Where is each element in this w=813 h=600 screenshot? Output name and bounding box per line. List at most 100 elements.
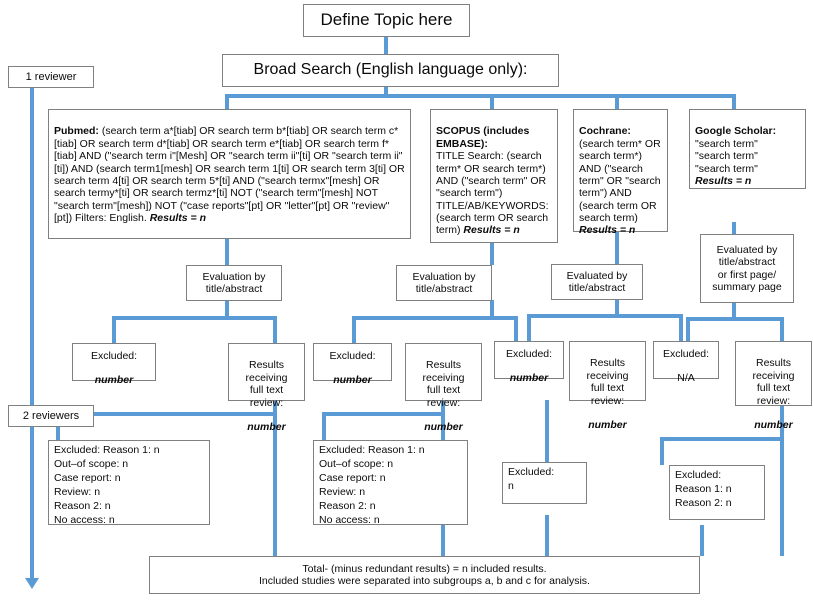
pubmed-fulltext-text: Results receiving full text review: numb… [245,347,287,434]
connector-scopus-fulltext-drop [514,316,518,343]
scopus-heading: SCOPUS (includes EMBASE): [436,125,530,150]
pubmed-evaluation-label: Evaluation by title/abstract [202,270,266,295]
cochrane-excluded-box[interactable]: Excluded: number [494,341,564,384]
connector-topic-to-broadsearch [384,36,388,54]
connector-pubmed-fulltext-stem [273,400,277,416]
connector-googlescholar-rail-to-total [780,441,784,556]
one-reviewer-box[interactable]: 1 reviewer [8,66,94,88]
cochrane-query: (search term* OR search term*) AND ("sea… [579,137,661,224]
connector-pubmed-detail-to-total [273,412,277,556]
connector-broadsearch-stem [384,86,388,98]
total-results-box[interactable]: Total- (minus redundant results) = n inc… [149,556,700,594]
connector-cochrane-split-bus [527,314,683,318]
broad-search-box[interactable]: Broad Search (English language only): [222,54,559,87]
connector-cochrane-eval-stem [615,300,619,316]
one-reviewer-label: 1 reviewer [25,70,77,83]
pubmed-results: Results = n [149,212,207,224]
connector-drop-googlescholar [732,94,736,109]
cochrane-evaluation-box[interactable]: Evaluated by title/abstract [551,264,643,300]
googlescholar-fulltext-label: Results receiving full text review: [752,357,795,407]
googlescholar-exclusion-detail-box[interactable]: Excluded: Reason 1: n Reason 2: n [669,465,765,520]
cochrane-exclusion-detail-box[interactable]: Excluded: n [502,462,587,504]
cochrane-excluded-value: number [509,372,549,385]
connector-pubmed-eval-stem [225,300,229,318]
pubmed-fulltext-box[interactable]: Results receiving full text review: numb… [228,343,305,433]
reviewer-rail-arrowhead [25,578,39,589]
connector-drop-scopus [490,94,494,109]
pubmed-query-text: Pubmed: (search term a*[tiab] OR search … [54,113,405,224]
connector-googlescholar-eval-stem [732,303,736,319]
googlescholar-evaluation-label: Evaluated by title/abstract or first pag… [712,243,782,293]
scopus-evaluation-label: Evaluation by title/abstract [412,270,476,295]
cochrane-fulltext-text: Results receiving full text review: numb… [586,345,628,432]
scopus-fulltext-box[interactable]: Results receiving full text review: numb… [405,343,482,433]
googlescholar-exclusion-detail-text: Excluded: Reason 1: n Reason 2: n [675,469,732,509]
pubmed-fulltext-value: number [247,421,286,434]
connector-pubmed-split-bus [112,316,277,320]
googlescholar-excluded-box[interactable]: Excluded: N/A [653,341,719,384]
connector-cochrane-detail-to-total [545,515,549,556]
googlescholar-fulltext-value: number [754,419,793,432]
cochrane-query-text: Cochrane:(search term* OR search term*) … [579,113,662,237]
connector-pubmed-to-eval [225,238,229,265]
connector-cochrane-fulltext-stem [545,400,549,462]
scopus-fulltext-value: number [424,421,463,434]
googlescholar-query-box[interactable]: Google Scholar: "search term" "search te… [689,109,806,189]
pubmed-query: (search term a*[tiab] OR search term b*[… [54,125,405,224]
connector-scopus-detail-drop [322,412,326,440]
connector-broadsearch-bus [225,94,736,98]
googlescholar-evaluation-box[interactable]: Evaluated by title/abstract or first pag… [700,234,794,303]
scopus-results: Results = n [463,224,520,237]
cochrane-query-box[interactable]: Cochrane:(search term* OR search term*) … [573,109,668,236]
scopus-evaluation-box[interactable]: Evaluation by title/abstract [396,265,492,301]
two-reviewers-label: 2 reviewers [22,409,80,422]
pubmed-evaluation-box[interactable]: Evaluation by title/abstract [186,265,282,301]
googlescholar-query-text: Google Scholar: "search term" "search te… [695,113,776,187]
connector-scopus-detail-bus [322,412,445,416]
pubmed-fulltext-label: Results receiving full text review: [245,359,288,409]
connector-googlescholar-excluded-drop [686,317,690,341]
connector-drop-pubmed [225,94,229,109]
scopus-excluded-text: Excluded: number [329,337,375,387]
cochrane-excluded-text: Excluded: number [506,335,552,385]
scopus-excluded-box[interactable]: Excluded: number [313,343,392,386]
cochrane-fulltext-label: Results receiving full text review: [586,357,629,407]
two-reviewers-box[interactable]: 2 reviewers [8,405,94,427]
scopus-query: TITLE Search: (search term* OR search te… [436,150,549,237]
googlescholar-excluded-label: Excluded: [662,347,710,360]
pubmed-excluded-label: Excluded: [90,349,138,362]
pubmed-exclusion-detail-box[interactable]: Excluded: Reason 1: n Out–of scope: n Ca… [48,440,210,526]
cochrane-heading: Cochrane: [579,125,631,138]
pubmed-excluded-text: Excluded: number [91,337,137,387]
googlescholar-results: Results = n [695,174,752,187]
googlescholar-excluded-value: N/A [677,372,695,385]
connector-googlescholar-fulltext-stem [780,405,784,441]
connector-reviewer-rail [30,82,34,582]
connector-scopus-split-bus [352,316,518,320]
pubmed-heading: Pubmed: [54,125,99,138]
scopus-fulltext-label: Results receiving full text review: [422,359,465,409]
scopus-fulltext-text: Results receiving full text review: numb… [422,347,464,434]
connector-googlescholar-detail-bus [660,437,784,441]
connector-scopus-eval-stem [490,300,494,318]
connector-googlescholar-detail-drop [660,437,664,465]
pubmed-excluded-box[interactable]: Excluded: number [72,343,156,386]
connector-googlescholar-split-bus [686,317,784,321]
googlescholar-heading: Google Scholar: [695,125,777,138]
connector-pubmed-excluded-drop [112,316,116,343]
broad-search-label: Broad Search (English language only): [253,61,528,79]
connector-pubmed-detail-bus [56,412,277,416]
scopus-exclusion-detail-text: Excluded: Reason 1: n Out–of scope: n Ca… [319,444,425,526]
pubmed-excluded-value: number [94,374,134,387]
scopus-exclusion-detail-box[interactable]: Excluded: Reason 1: n Out–of scope: n Ca… [313,440,468,526]
googlescholar-excluded-text: Excluded: N/A [663,335,709,385]
cochrane-results: Results = n [579,224,636,237]
cochrane-fulltext-box[interactable]: Results receiving full text review: numb… [569,341,646,431]
scopus-excluded-value: number [333,374,372,387]
googlescholar-fulltext-box[interactable]: Results receiving full text review: numb… [735,341,812,431]
scopus-query-box[interactable]: SCOPUS (includes EMBASE): TITLE Search: … [430,109,558,243]
cochrane-excluded-label: Excluded: [505,347,553,360]
define-topic-box[interactable]: Define Topic here [303,4,470,37]
pubmed-query-box[interactable]: Pubmed: (search term a*[tiab] OR search … [48,109,411,239]
